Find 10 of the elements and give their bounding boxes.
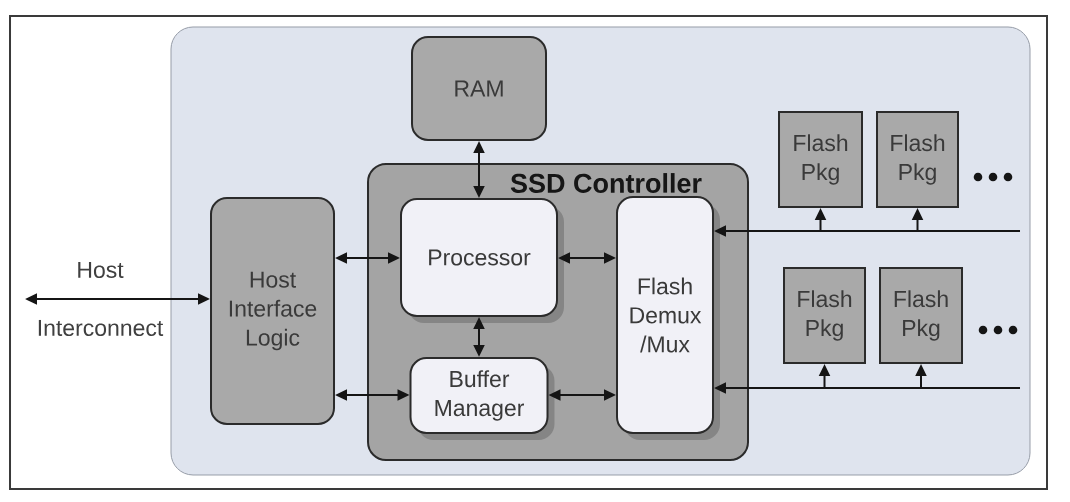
edge-label: Host Interconnect [38,261,164,336]
module-box: Processor [400,198,564,323]
module-box: Buffer Manager [409,357,555,440]
package-box: Flash Pkg [876,111,959,208]
component-box: RAM [411,36,547,141]
package-box: Flash Pkg [778,111,863,208]
package-box: Flash Pkg [879,267,963,364]
module-box: Flash Demux /Mux [616,196,720,440]
package-box: Flash Pkg [783,267,866,364]
component-box: Host Interface Logic [210,197,335,425]
